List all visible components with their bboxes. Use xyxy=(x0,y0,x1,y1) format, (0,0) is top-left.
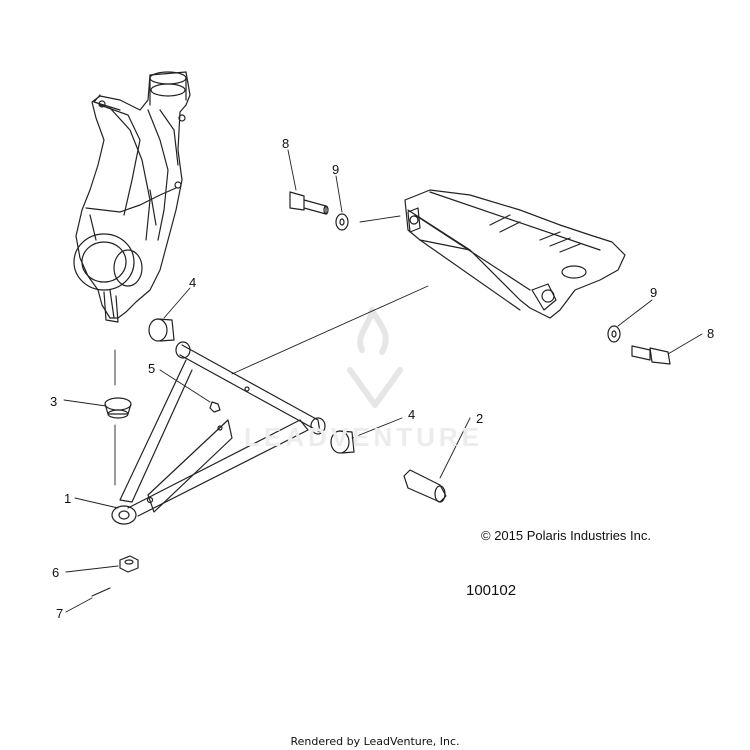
bolt-upper xyxy=(289,191,329,215)
callout-3: 3 xyxy=(50,394,58,409)
cotter-pin xyxy=(91,587,111,597)
callout-4-lower: 4 xyxy=(408,407,416,422)
callout-4-upper: 4 xyxy=(189,275,197,290)
callout-5: 5 xyxy=(148,361,156,376)
footer-credit: Rendered by LeadVenture, Inc. xyxy=(290,735,460,748)
bolt-lower xyxy=(631,345,671,365)
callout-8-upper: 8 xyxy=(282,136,290,151)
chassis-frame xyxy=(404,189,626,319)
copyright-notice: © 2015 Polaris Industries Inc. xyxy=(481,528,651,543)
callout-6: 6 xyxy=(52,565,60,580)
washer-lower xyxy=(607,325,621,343)
ball-joint-boot xyxy=(104,397,132,419)
grease-fitting xyxy=(209,401,221,413)
castle-nut xyxy=(119,555,139,573)
a-arm xyxy=(111,341,326,525)
leadventure-watermark-logo xyxy=(347,307,403,408)
bushing-lower xyxy=(330,430,355,454)
watermark-text: LEADVENTURE xyxy=(244,422,484,452)
callout-2: 2 xyxy=(476,411,484,426)
callout-7: 7 xyxy=(56,606,64,621)
bushing-upper xyxy=(148,318,175,342)
pivot-shaft xyxy=(403,469,447,503)
callout-9-lower: 9 xyxy=(650,285,658,300)
callout-9-upper: 9 xyxy=(332,162,340,177)
steering-knuckle xyxy=(73,71,191,323)
callout-1: 1 xyxy=(64,491,72,506)
washer-upper xyxy=(335,213,349,231)
callout-8-lower: 8 xyxy=(707,326,715,341)
leader-lines xyxy=(63,149,703,613)
figure-number: 100102 xyxy=(466,582,517,599)
